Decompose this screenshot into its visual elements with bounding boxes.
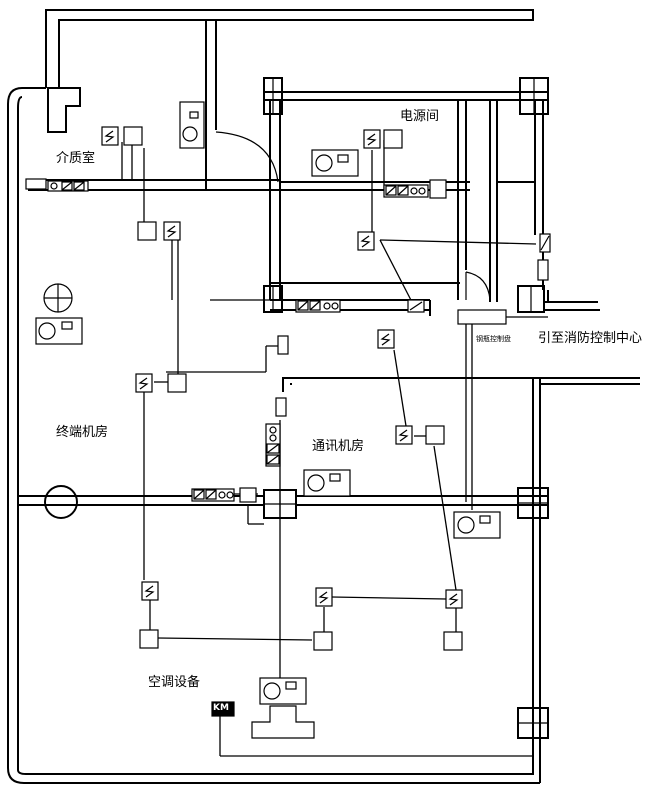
module-box-3 [168,374,186,392]
detector-s-9 [364,130,380,148]
detector-s-8 [378,330,394,348]
module-box-5 [314,632,332,650]
manual-station-6 [240,488,256,502]
nozzle-strip-7 [192,489,234,501]
nozzle-strip-4 [408,300,424,312]
smoke-detector-round [44,284,72,312]
alarm-unit-1 [180,102,204,148]
manual-station-1 [26,179,46,189]
alarm-unit-2 [312,150,358,176]
alarm-unit-3 [36,318,82,344]
manual-station-3 [538,260,548,280]
detector-s-3 [136,374,152,392]
nozzle-strip-5 [540,234,550,252]
room-label-comm: 通讯机房 [312,440,364,453]
module-box-6 [444,632,462,650]
nozzle-strip-1 [48,181,88,191]
room-label-medium: 介质室 [56,152,95,165]
detector-s-4 [142,582,158,600]
room-label-power: 电源间 [400,110,439,123]
manual-station-4 [278,336,288,354]
alarm-unit-6 [260,678,306,704]
detector-s-10 [358,232,374,250]
cylinder-panel-label: 钢瓶控制盘 [476,336,511,343]
module-box-8 [384,130,402,148]
module-box-1 [124,127,142,145]
module-box-4 [140,630,158,648]
room-label-hvac: 空调设备 [148,676,200,689]
detector-s-2 [164,222,180,240]
manual-station-2 [430,180,446,198]
module-box-2 [138,222,156,240]
to-fire-center-label: 引至消防控制中心 [538,332,642,345]
module-box-7 [426,426,444,444]
nozzle-strip-2 [384,185,428,197]
nozzle-strip-6 [266,424,280,466]
alarm-unit-5 [454,512,500,538]
detector-s-5 [316,588,332,606]
nozzle-strip-3 [296,300,340,312]
km-label: KM [213,704,229,713]
detector-s-7 [396,426,412,444]
room-label-terminal: 终端机房 [56,426,108,439]
alarm-unit-4 [304,470,350,496]
hvac-unit [252,706,314,738]
detector-s-6 [446,590,462,608]
cylinder-control-panel [458,310,506,324]
building-walls [8,10,640,783]
manual-station-5 [276,398,286,416]
detector-s-1 [102,127,118,145]
